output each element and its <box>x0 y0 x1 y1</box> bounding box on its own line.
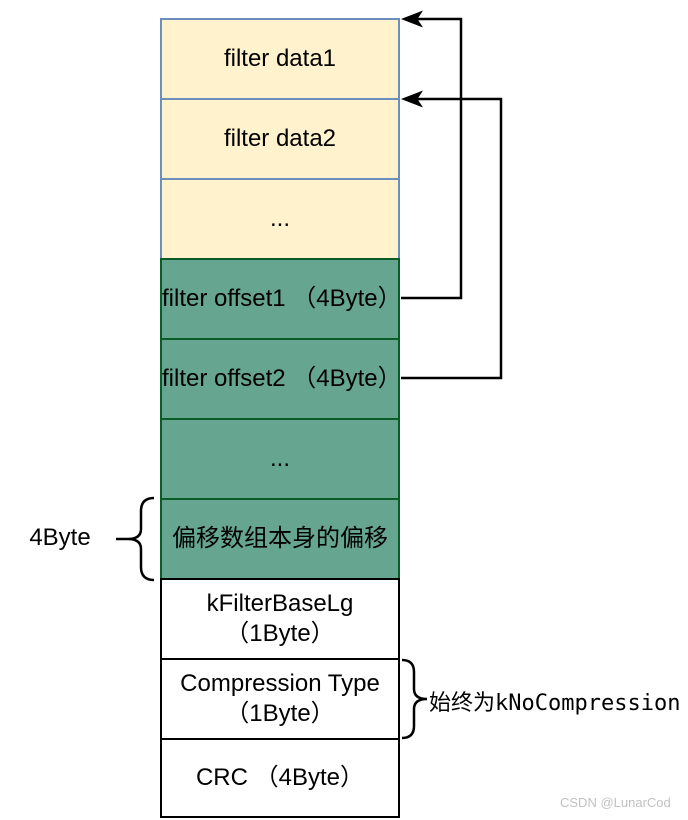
left-brace-label: 4Byte <box>29 524 91 551</box>
box-filter-offset2: filter offset2 （4Byte） <box>160 338 402 420</box>
box-filter-offset-ellipsis: ... <box>160 418 400 500</box>
arrow-offset1-to-data1 <box>401 17 463 300</box>
right-brace-annotation: 始终为kNoCompression <box>429 685 680 717</box>
box-label: filter data1 <box>223 45 337 72</box>
watermark: CSDN @LunarCod <box>560 795 671 810</box>
box-label: filter data2 <box>223 125 337 152</box>
box-compression-type: Compression Type （1Byte） <box>160 658 400 740</box>
box-label: CRC （4Byte） <box>195 764 365 791</box>
box-filter-offset1: filter offset1 （4Byte） <box>160 258 402 340</box>
annotation-prefix: 始终为 <box>429 690 496 715</box>
box-label: filter offset1 （4Byte） <box>162 285 402 312</box>
left-brace <box>127 496 155 582</box>
box-filter-data-ellipsis: ... <box>160 178 400 260</box>
arrowhead-icon <box>401 90 423 108</box>
box-kfilterbaselg: kFilterBaseLg （1Byte） <box>160 578 400 660</box>
box-label: 偏移数组本身的偏移 <box>172 525 388 552</box>
box-label: ... <box>269 205 290 232</box>
box-label: Compression Type （1Byte） <box>180 670 380 727</box>
arrow-offset2-to-data2 <box>401 97 503 380</box>
box-offset-array-offset: 偏移数组本身的偏移 <box>160 498 400 580</box>
box-label: kFilterBaseLg （1Byte） <box>206 590 354 647</box>
annotation-code: kNoCompression <box>495 691 681 716</box>
box-label: filter offset2 （4Byte） <box>162 365 402 392</box>
box-crc: CRC （4Byte） <box>160 738 400 818</box>
arrowhead-icon <box>401 10 423 28</box>
box-filter-data1: filter data1 <box>160 18 400 100</box>
box-label: ... <box>269 445 290 472</box>
right-brace <box>401 658 428 740</box>
box-filter-data2: filter data2 <box>160 98 400 180</box>
